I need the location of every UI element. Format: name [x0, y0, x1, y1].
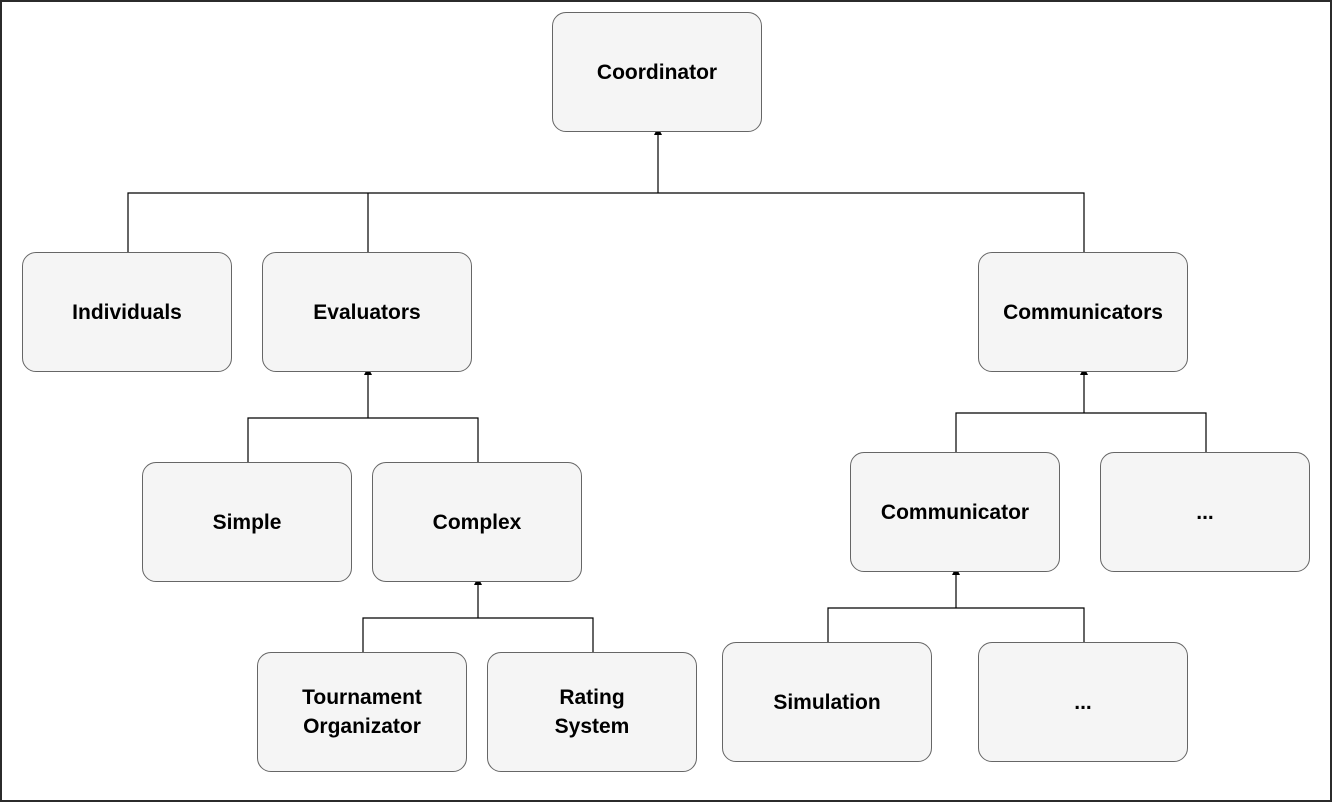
node-individuals: Individuals: [22, 252, 232, 372]
connector-communicators-bus: [955, 412, 1207, 453]
connector-complex-bus: [362, 617, 594, 653]
node-complex: Complex: [372, 462, 582, 582]
node-coordinator: Coordinator: [552, 12, 762, 132]
node-communicators: Communicators: [978, 252, 1188, 372]
node-simulation: Simulation: [722, 642, 932, 762]
connector-coordinator-bus: [127, 192, 1085, 253]
node-communicator-more: ...: [978, 642, 1188, 762]
node-evaluators: Evaluators: [262, 252, 472, 372]
node-communicators-more: ...: [1100, 452, 1310, 572]
connector-evaluators-bus: [247, 417, 479, 463]
node-tournament-organizer: Tournament Organizator: [257, 652, 467, 772]
node-rating-system: Rating System: [487, 652, 697, 772]
connector-communicator-bus: [827, 607, 1085, 643]
node-communicator: Communicator: [850, 452, 1060, 572]
node-simple: Simple: [142, 462, 352, 582]
